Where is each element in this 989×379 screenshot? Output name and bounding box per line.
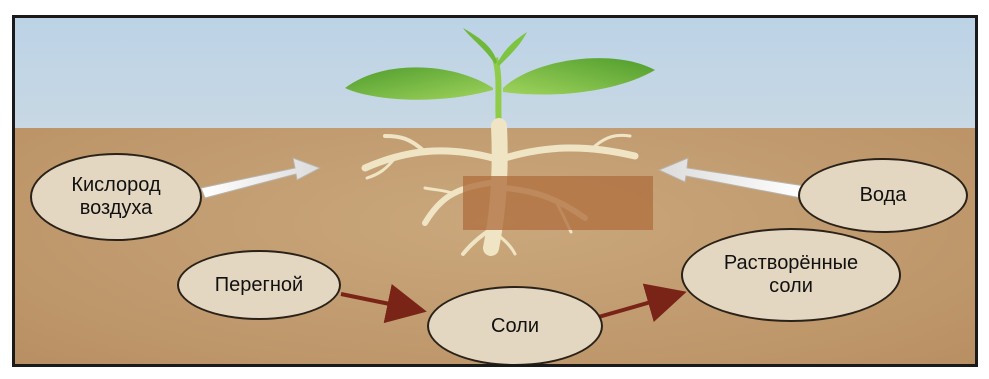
plant-shoot [345,28,655,130]
humus-label: Перегной [215,274,303,297]
dissolved-label-line2: соли [724,275,858,298]
left-leaf [345,67,493,99]
diagram-frame: Кислород воздуха Вода Перегной Соли Раст… [12,15,978,367]
salts-to-dissolved-arrow [595,294,679,318]
label-placeholder-box [463,176,653,230]
water-label: Вода [860,184,907,207]
salts-bubble: Соли [427,286,603,366]
salts-label: Соли [491,315,539,338]
oxygen-arrow [201,158,320,198]
oxygen-label-line1: Кислород [71,174,160,197]
dissolved-label-line1: Растворённые [724,252,858,275]
oxygen-bubble: Кислород воздуха [30,153,202,241]
dissolved-salts-bubble: Растворённые соли [681,228,901,322]
humus-bubble: Перегной [177,250,341,320]
water-arrow [659,158,805,198]
oxygen-label-line2: воздуха [71,197,160,220]
water-bubble: Вода [798,158,968,233]
right-leaf [503,58,655,94]
humus-to-salts-arrow [341,294,419,310]
